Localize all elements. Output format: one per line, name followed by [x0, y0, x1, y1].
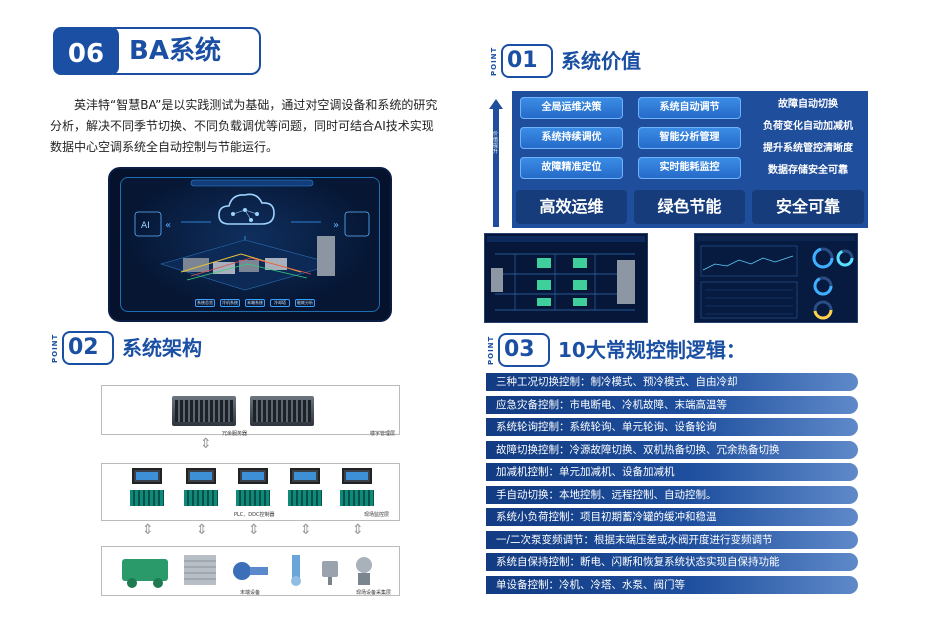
value-item: 故障自动切换: [778, 99, 838, 110]
controller-icon: [182, 468, 220, 508]
point-01-box: [501, 44, 553, 78]
logic-item: 单设备控制：冷机、冷塔、水泵、阀门等: [486, 575, 858, 594]
dashboard-button[interactable]: 能耗分析: [295, 299, 315, 307]
server-icon: [250, 396, 314, 426]
dashboard-button-bar: 系统总览 冷机系统 末端系统 冷却塔 能耗分析: [195, 299, 315, 307]
section-06-number: 06: [53, 27, 119, 75]
value-column-safe-reliable: 故障自动切换 负荷变化自动加减机 提升系统管控清晰度 数据存储安全可靠 安全可靠: [748, 91, 868, 228]
server-icon: [172, 396, 236, 426]
value-item: 提升系统管控清晰度: [763, 143, 853, 154]
dashboard-scene: AI « »: [134, 179, 370, 291]
field-layer-label: 现场设备采集层: [356, 590, 392, 596]
tier-field: 末端设备 现场设备采集层: [101, 546, 400, 596]
value-column-green-energy: 系统自动调节 智能分析管理 实时能耗监控 绿色节能: [630, 91, 749, 228]
point-label: POINT: [490, 46, 498, 76]
logic-item: 系统小负荷控制：项目初期蓄冷罐的缓冲和稳温: [486, 508, 858, 526]
double-arrow-icon: ⇕: [196, 522, 208, 538]
logic-item: 故障切换控制：冷源故障切换、双机热备切换、冗余热备切换: [486, 440, 858, 459]
point-03-box: [498, 333, 550, 367]
point-01-number: 01: [507, 48, 538, 73]
double-arrow-icon: ⇕: [352, 522, 364, 538]
double-arrow-icon: ⇕: [248, 522, 260, 538]
tier-management: 冗余服务器 楼宇管理层: [101, 385, 400, 437]
point-label: POINT: [51, 333, 59, 363]
point-02-number: 02: [68, 335, 99, 360]
intro-paragraph: 英沣特“智慧BA”是以实践测试为基础，通过对空调设备和系统的研究分析，解决不同季…: [50, 98, 438, 154]
hvac-schematic-screenshot: [484, 233, 648, 323]
point-03-header: POINT 03 10大常规控制逻辑：: [486, 333, 786, 367]
value-column-title: 绿色节能: [634, 190, 745, 224]
value-column-title: 高效运维: [516, 190, 627, 224]
value-item: 系统自动调节: [638, 97, 741, 119]
value-item: 实时能耗监控: [638, 157, 741, 179]
dashboard-frame: AI « » 系统总览 冷机系统 末端系统 冷却塔 能耗分析: [120, 177, 380, 312]
energy-dashboard-screenshot: [694, 233, 858, 323]
point-label: POINT: [487, 335, 495, 365]
value-item: 全局运维决策: [520, 97, 623, 119]
value-column-efficient-ops: 全局运维决策 系统持续调优 故障精准定位 高效运维: [512, 91, 631, 228]
dashboard-ai-text: AI: [141, 221, 150, 231]
controller-icon: [286, 468, 324, 508]
mgmt-layer-label: 楼宇管理层: [370, 431, 396, 437]
architecture-diagram: 冗余服务器 楼宇管理层 ⇕ PLC、DDC控制器 现场监控层 ⇕ ⇕ ⇕ ⇕ ⇕…: [101, 385, 400, 597]
system-values-panel: 价值提升 全局运维决策 系统持续调优 故障精准定位 高效运维 系统自动调节 智能…: [489, 91, 868, 228]
point-02-header: POINT 02 系统架构: [50, 331, 270, 365]
double-arrow-icon: ⇕: [300, 522, 312, 538]
value-item: 数据存储安全可靠: [768, 165, 848, 176]
logic-item: 应急灾备控制：市电断电、冷机故障、末端高温等: [486, 395, 858, 414]
double-arrow-icon: ⇕: [200, 436, 212, 452]
logic-item: 一/二次泵变频调节：根据末端压差或水阀开度进行变频调节: [486, 530, 858, 549]
controller-icon: [128, 468, 166, 508]
point-03-number: 03: [504, 337, 535, 362]
point-01-header: POINT 01 系统价值: [489, 44, 709, 78]
field-equipment-icons: [122, 555, 372, 588]
energy-dashboard: [697, 236, 855, 320]
ba-dashboard-screenshot: AI « » 系统总览 冷机系统 末端系统 冷却塔 能耗分析: [108, 167, 392, 322]
value-axis-label: 价值提升: [493, 131, 499, 155]
value-item: 负荷变化自动加减机: [763, 121, 853, 132]
logic-item: 加减机控制：单元加减机、设备加减机: [486, 463, 858, 481]
dashboard-button[interactable]: 冷机系统: [220, 299, 240, 307]
dashboard-button[interactable]: 冷却塔: [270, 299, 290, 307]
tier-monitor: PLC、DDC控制器 现场监控层: [101, 463, 400, 521]
dashboard-button[interactable]: 系统总览: [195, 299, 215, 307]
value-axis-arrow-icon: [489, 99, 503, 227]
section-06-frame: [113, 27, 261, 75]
monitor-layer-label: 现场监控层: [364, 512, 390, 518]
svg-text:»: »: [333, 220, 339, 231]
section-06-title: BA系统: [129, 36, 221, 66]
double-arrow-icon: ⇕: [142, 522, 154, 538]
logic-item: 系统轮询控制：系统轮询、单元轮询、设备轮询: [486, 418, 858, 436]
logic-item: 三种工况切换控制：制冷模式、预冷模式、自由冷却: [486, 373, 858, 391]
dashboard-button[interactable]: 末端系统: [245, 299, 265, 307]
section-06-header: 06 BA系统: [53, 27, 261, 75]
value-item: 系统持续调优: [520, 127, 623, 149]
equipment-label: 末端设备: [240, 590, 261, 596]
value-column-title: 安全可靠: [752, 190, 864, 224]
server-label: 冗余服务器: [222, 431, 248, 437]
controller-icon: [234, 468, 272, 508]
logic-item: 系统自保持控制：断电、闪断和恢复系统状态实现自保持功能: [486, 553, 858, 571]
svg-text:«: «: [165, 220, 171, 231]
logic-item: 手自动切换：本地控制、远程控制、自动控制。: [486, 485, 858, 504]
point-02-box: [62, 331, 114, 365]
value-item: 智能分析管理: [638, 127, 741, 149]
hvac-schematic: [487, 236, 645, 311]
point-02-title: 系统架构: [122, 336, 202, 360]
value-item: 故障精准定位: [520, 157, 623, 179]
point-03-title: 10大常规控制逻辑：: [558, 338, 746, 362]
point-01-title: 系统价值: [561, 49, 641, 73]
controller-icon: [338, 468, 376, 508]
plc-label: PLC、DDC控制器: [234, 512, 275, 518]
